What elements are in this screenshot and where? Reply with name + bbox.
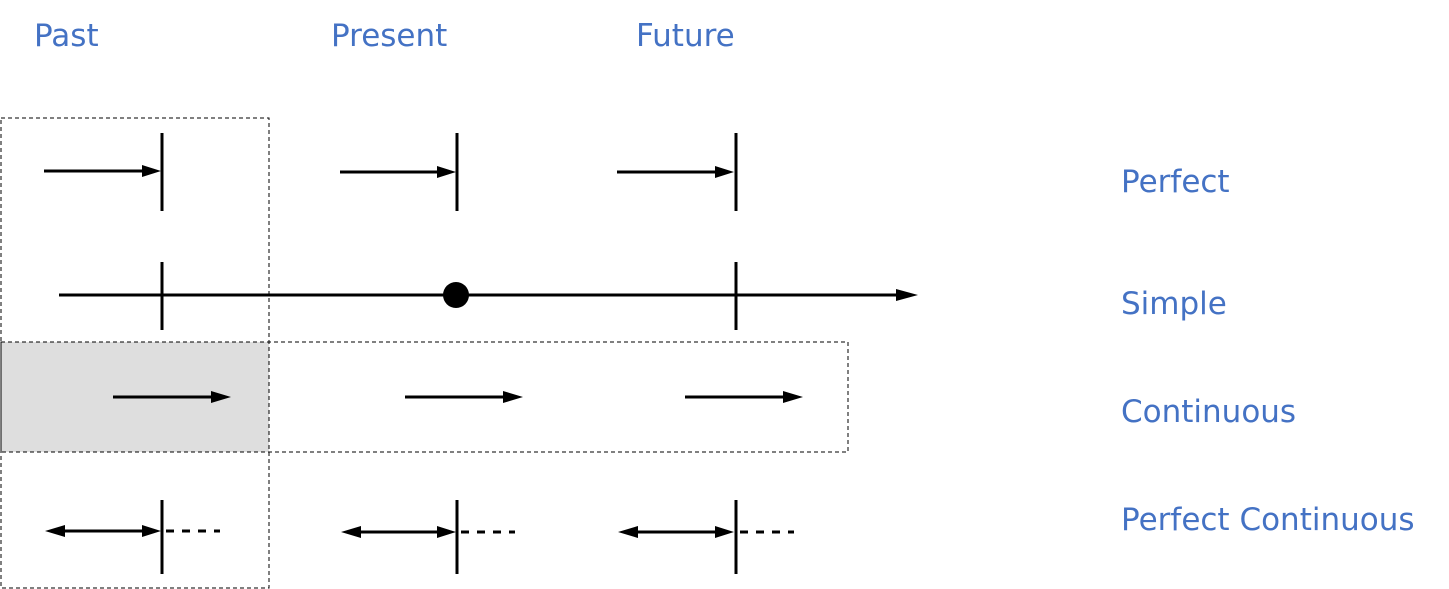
simple-row-label: Simple: [1121, 286, 1227, 322]
past-column-label: Past: [34, 18, 99, 54]
future-column-label: Future: [636, 18, 735, 54]
perfect-row-label: Perfect: [1121, 164, 1230, 200]
continuous-row-label: Continuous: [1121, 394, 1296, 430]
future-perfect-continuous-left-arrowhead: [618, 526, 638, 538]
continuous-row-box: [0, 341, 849, 453]
past-perfect-continuous-symbol: [45, 500, 220, 574]
future-continuous-arrowhead: [783, 391, 803, 403]
past-continuous-arrowhead: [211, 391, 231, 403]
past-perfect-symbol: [44, 133, 164, 211]
present-continuous-symbol: [405, 391, 523, 403]
present-perfect-symbol: [340, 133, 459, 211]
past-column-box: [0, 117, 270, 589]
timeline-arrowhead: [896, 289, 918, 301]
present-column-label: Present: [331, 18, 447, 54]
present-perfect-continuous-symbol: [341, 500, 515, 574]
future-perfect-symbol: [617, 133, 738, 211]
future-perfect-arrowhead: [715, 166, 734, 178]
simple-timeline: [59, 262, 918, 330]
present-simple-point: [443, 282, 469, 308]
future-continuous-symbol: [685, 391, 803, 403]
perfect-continuous-row-label: Perfect Continuous: [1121, 502, 1415, 538]
present-perfect-continuous-left-arrowhead: [341, 526, 361, 538]
future-perfect-continuous-symbol: [618, 500, 794, 574]
present-continuous-arrowhead: [503, 391, 523, 403]
past-perfect-continuous-right-arrowhead: [142, 525, 161, 537]
past-continuous-symbol: [113, 391, 231, 403]
present-perfect-continuous-right-arrowhead: [437, 526, 456, 538]
past-perfect-continuous-left-arrowhead: [45, 525, 65, 537]
past-perfect-arrowhead: [142, 165, 161, 177]
future-perfect-continuous-right-arrowhead: [715, 526, 734, 538]
present-perfect-arrowhead: [437, 166, 456, 178]
